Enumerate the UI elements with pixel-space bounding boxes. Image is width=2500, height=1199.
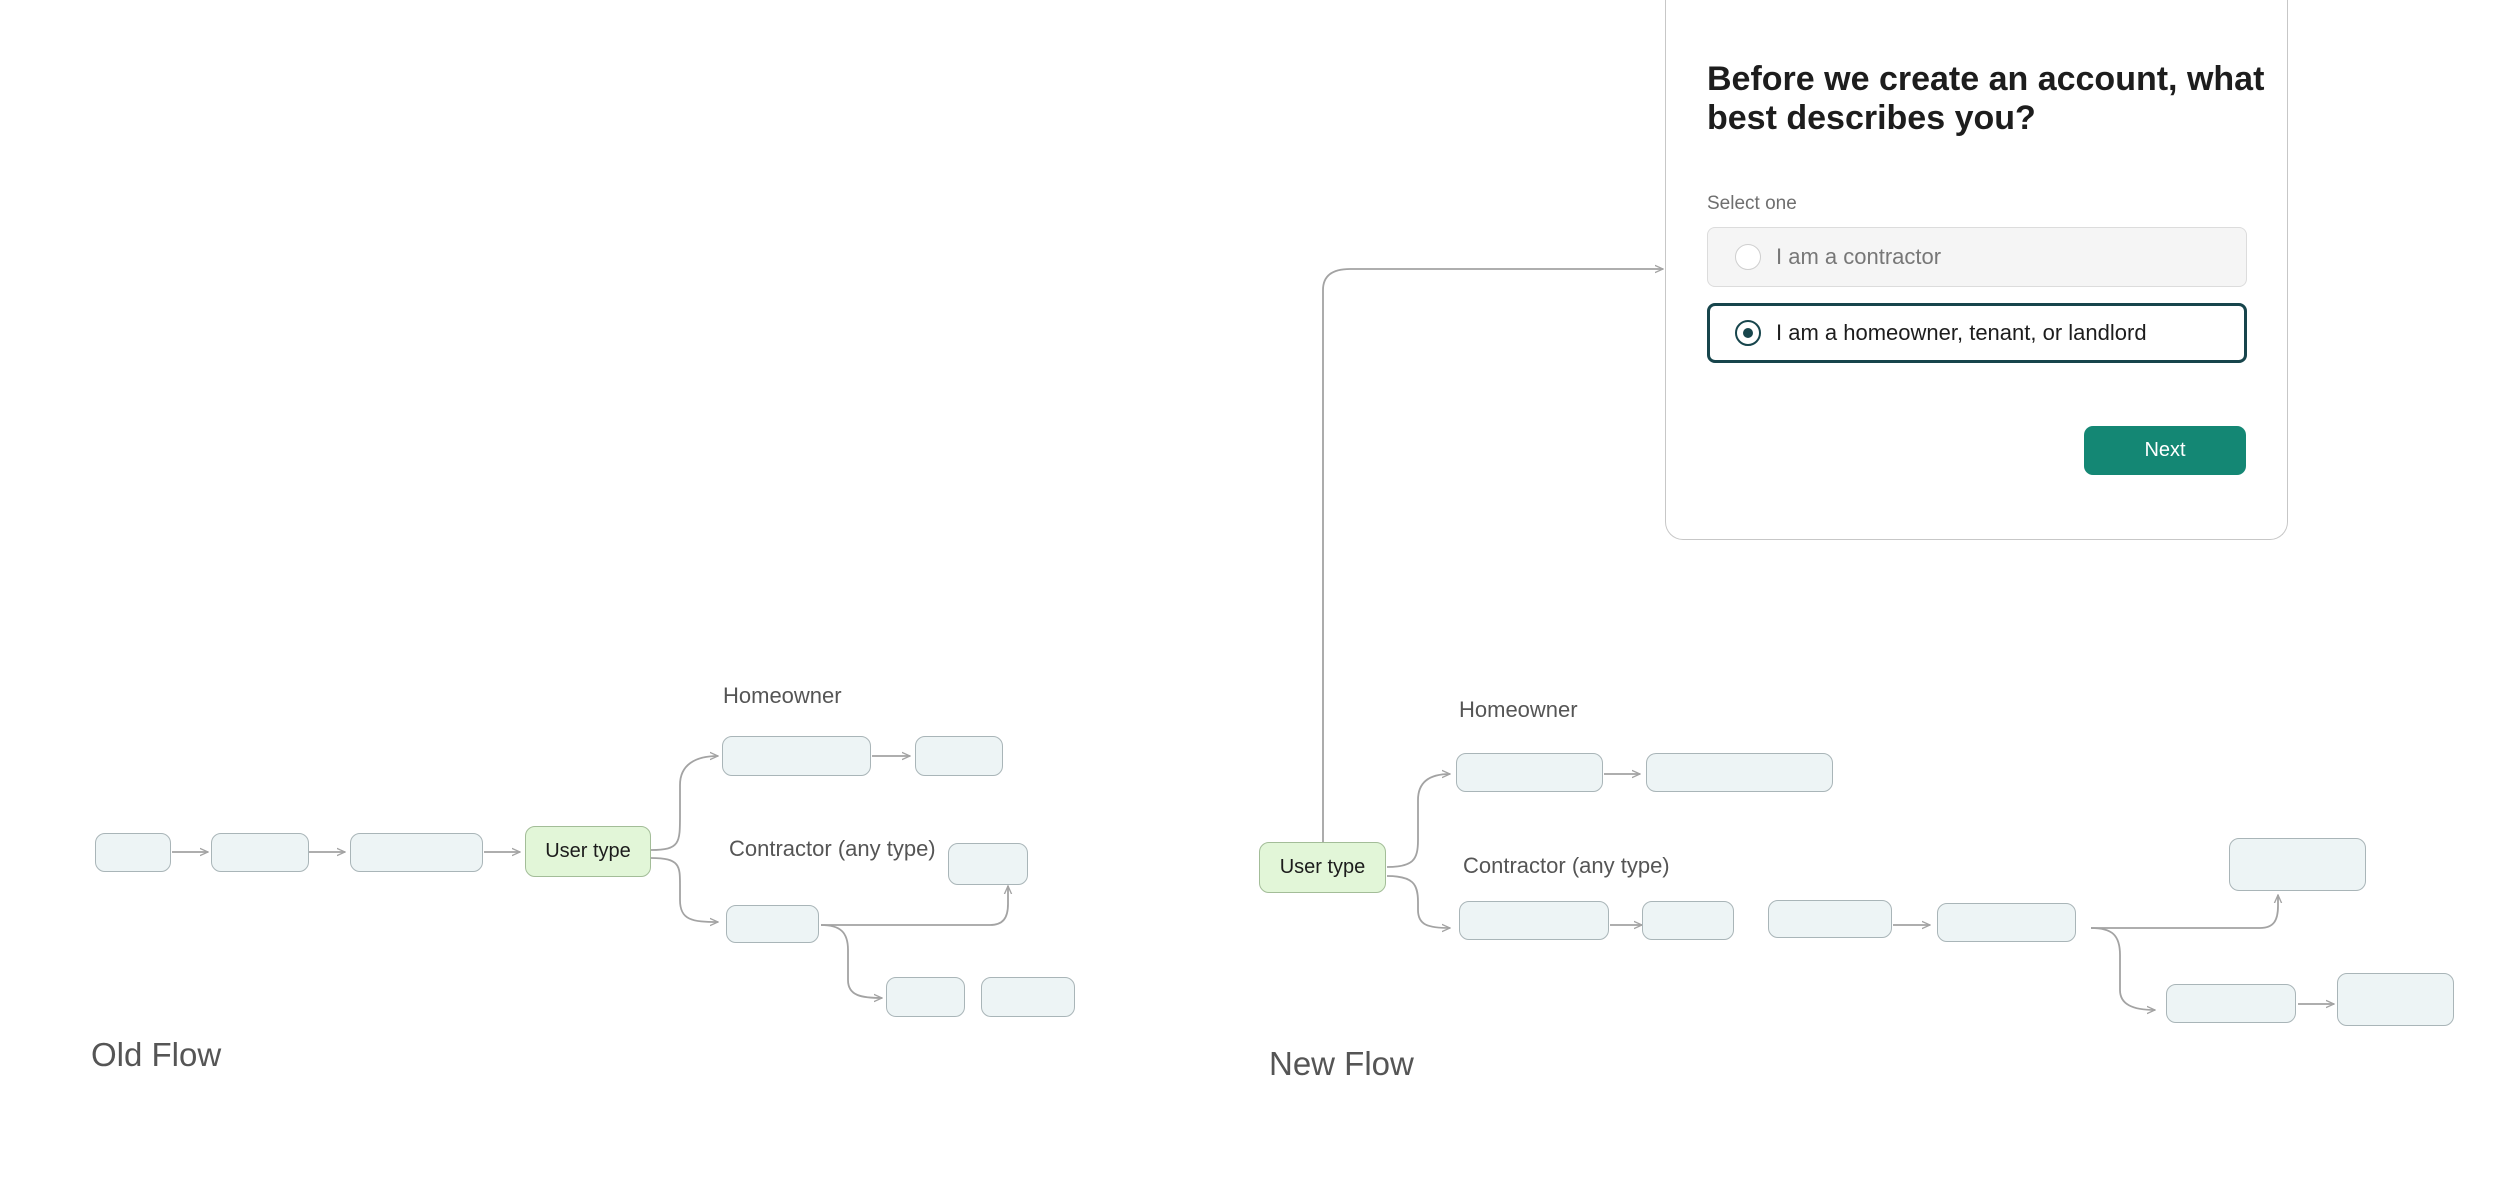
- old-flow-step-3: [350, 833, 483, 872]
- old-flow-contractor-label: Contractor (any type): [729, 836, 936, 861]
- new-flow-user-type-node: User type: [1259, 842, 1386, 893]
- old-flow-contractor-step-2: [948, 843, 1028, 885]
- old-flow-step-1: [95, 833, 171, 872]
- new-flow-contractor-step-7: [2337, 973, 2454, 1026]
- new-flow-contractor-step-4: [1937, 903, 2076, 942]
- new-flow-homeowner-step-2: [1646, 753, 1833, 792]
- option-contractor-label: I am a contractor: [1776, 244, 1942, 269]
- old-flow-contractor-step-4: [981, 977, 1075, 1017]
- account-type-modal: Before we create an account, what best d…: [1665, 0, 2288, 540]
- new-flow-contractor-step-3: [1768, 900, 1892, 938]
- option-homeowner[interactable]: I am a homeowner, tenant, or landlord: [1707, 303, 2247, 363]
- new-flow-contractor-step-5: [2229, 838, 2366, 891]
- new-flow-contractor-step-6: [2166, 984, 2296, 1023]
- next-button[interactable]: Next: [2084, 426, 2246, 475]
- old-flow-homeowner-label: Homeowner: [723, 683, 842, 708]
- select-one-label: Select one: [1707, 193, 1797, 214]
- modal-title: Before we create an account, what best d…: [1707, 60, 2265, 137]
- old-flow-user-type-node: User type: [525, 826, 651, 877]
- option-contractor[interactable]: I am a contractor: [1707, 227, 2247, 287]
- old-flow-homeowner-step-2: [915, 736, 1003, 776]
- old-flow-contractor-step-3: [886, 977, 965, 1017]
- new-flow-homeowner-label: Homeowner: [1459, 697, 1578, 722]
- old-flow-homeowner-step-1: [722, 736, 871, 776]
- new-flow-homeowner-step-1: [1456, 753, 1603, 792]
- old-flow-title: Old Flow: [91, 1036, 222, 1073]
- option-homeowner-label: I am a homeowner, tenant, or landlord: [1776, 320, 2147, 345]
- old-flow-step-2: [211, 833, 309, 872]
- new-flow-contractor-label: Contractor (any type): [1463, 853, 1670, 878]
- old-flow-contractor-step-1: [726, 905, 819, 943]
- new-flow-contractor-step-1: [1459, 901, 1609, 940]
- new-flow-contractor-step-2: [1642, 901, 1734, 940]
- new-flow-title: New Flow: [1269, 1045, 1414, 1082]
- radio-unselected-icon[interactable]: [1735, 244, 1761, 270]
- radio-selected-icon[interactable]: [1735, 320, 1761, 346]
